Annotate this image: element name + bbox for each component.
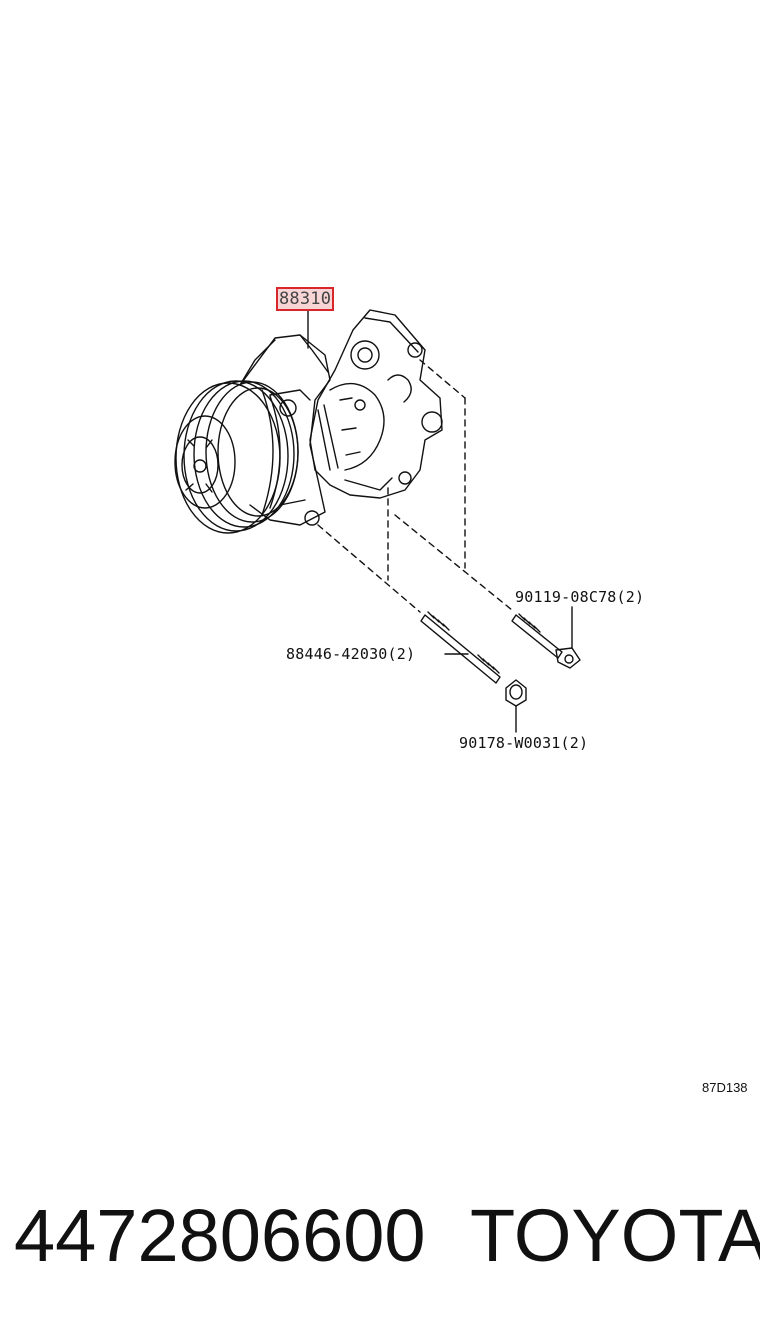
diagram-reference-code: 87D138 [702, 1080, 748, 1095]
compressor-illustration [174, 309, 443, 534]
alignment-lines [317, 359, 513, 613]
short-bolt-illustration [511, 606, 581, 669]
callout-nut[interactable]: 90178-W0031(2) [459, 734, 589, 752]
callout-bolt-long[interactable]: 88446-42030(2) [286, 645, 416, 663]
nut-illustration [505, 679, 527, 733]
long-bolt-illustration [420, 611, 501, 684]
main-part-callout[interactable]: 88310 [276, 287, 335, 311]
brand-name: TOYOTA [470, 1194, 760, 1277]
footer-caption: 4472806600 TOYOTA [14, 1186, 760, 1286]
callout-bolt-short[interactable]: 90119-08C78(2) [515, 588, 645, 606]
part-number: 4472806600 [14, 1194, 426, 1277]
